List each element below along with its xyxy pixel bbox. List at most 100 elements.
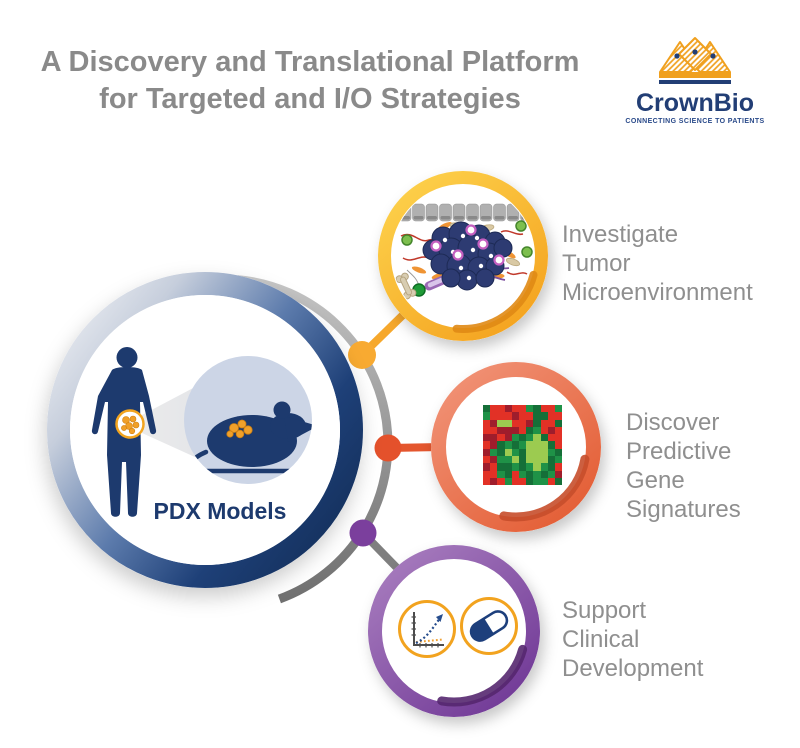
- heatmap-cell: [504, 405, 512, 413]
- heatmap-cell: [497, 405, 505, 413]
- heatmap-cell: [490, 412, 498, 420]
- heatmap-cell: [547, 463, 555, 471]
- heatmap-cell: [533, 470, 541, 478]
- heatmap-cell: [526, 412, 534, 420]
- heatmap-cell: [526, 477, 534, 486]
- heatmap-cell: [547, 477, 555, 486]
- heatmap-cell: [547, 426, 555, 435]
- heatmap-cell: [554, 477, 563, 486]
- heatmap-cell: [540, 405, 548, 413]
- heatmap-cell: [540, 426, 548, 435]
- heatmap-cell: [547, 456, 555, 464]
- hub-label: PDX Models: [153, 498, 287, 524]
- heatmap-cell: [526, 419, 534, 427]
- heatmap-cell: [490, 419, 498, 427]
- heatmap-cell: [518, 448, 527, 457]
- orbit-dot-yellow: [348, 341, 376, 369]
- page-title-line2: for Targeted and I/O Strategies: [99, 83, 521, 115]
- human-figure-icon: [91, 347, 157, 517]
- heatmap-cell: [490, 441, 498, 449]
- heatmap-cell: [540, 434, 548, 442]
- heatmap-cell: [526, 434, 534, 442]
- heatmap-cell: [554, 419, 563, 427]
- heatmap-cell: [518, 412, 527, 420]
- orbit-dot-purple: [349, 519, 377, 547]
- heatmap-cell: [504, 470, 512, 478]
- heatmap-cell: [504, 419, 512, 427]
- heatmap-cell: [518, 463, 527, 471]
- heatmap-cell: [526, 441, 534, 449]
- heatmap-cell: [547, 441, 555, 449]
- heatmap-cell: [533, 405, 541, 413]
- hub-pdx-models: [47, 272, 363, 588]
- label-line: Gene Signatures: [626, 467, 741, 523]
- heatmap-cell: [511, 426, 519, 435]
- heatmap-cell: [483, 456, 491, 464]
- heatmap-cell: [490, 434, 498, 442]
- heatmap-cell: [497, 448, 505, 457]
- heatmap-cell: [540, 463, 548, 471]
- heatmap-cell: [504, 477, 512, 486]
- heatmap-cell: [497, 412, 505, 420]
- heatmap-cell: [533, 419, 541, 427]
- heatmap-cell: [554, 463, 563, 471]
- heatmap-cell: [490, 470, 498, 478]
- heatmap-cell: [547, 405, 555, 413]
- logo-brand-text: CrownBio: [635, 89, 755, 117]
- heatmap-cell: [547, 412, 555, 420]
- heatmap-cell: [504, 463, 512, 471]
- label-line: Development: [562, 655, 704, 682]
- heatmap-cell: [526, 456, 534, 464]
- label-line: Discover: [626, 409, 720, 436]
- heatmap-cell: [511, 456, 519, 464]
- heatmap-cell: [540, 456, 548, 464]
- label-line: Tumor: [562, 250, 631, 277]
- label-clinical-development: Support Clinical Development: [562, 596, 703, 683]
- label-line: Support: [562, 597, 647, 624]
- heatmap-cell: [490, 426, 498, 435]
- heatmap-cell: [497, 419, 505, 427]
- heatmap-cell: [511, 477, 519, 486]
- heatmap-cell: [518, 434, 527, 442]
- orbit-arc: [236, 275, 393, 604]
- node-clinical-development: [368, 545, 540, 717]
- heatmap-cell: [533, 477, 541, 486]
- page-title: A Discovery and Translational Platform f…: [0, 44, 620, 118]
- heatmap-cell: [554, 405, 563, 413]
- heatmap-cell: [483, 470, 491, 478]
- heatmap-cell: [490, 477, 498, 486]
- heatmap-cell: [533, 463, 541, 471]
- heatmap-cell: [483, 412, 491, 420]
- heatmap-cell: [483, 477, 491, 486]
- label-line: Clinical: [562, 626, 640, 653]
- heatmap-cell: [497, 441, 505, 449]
- heatmap-cell: [540, 470, 548, 478]
- heatmap-cell: [540, 419, 548, 427]
- heatmap-cell: [554, 456, 563, 464]
- heatmap-cell: [547, 470, 555, 478]
- heatmap-cell: [497, 456, 505, 464]
- heatmap-cell: [526, 448, 534, 457]
- heatmap-cell: [518, 470, 527, 478]
- orbit-dot-orange: [374, 434, 402, 462]
- heatmap-cell: [497, 426, 505, 435]
- heatmap-cell: [554, 426, 563, 435]
- heatmap-cell: [490, 456, 498, 464]
- heatmap-cell: [518, 419, 527, 427]
- heatmap-cell: [511, 441, 519, 449]
- heatmap-cell: [483, 448, 491, 457]
- heatmap-cell: [518, 441, 527, 449]
- heatmap-cell: [526, 470, 534, 478]
- gene-expression-heatmap: [483, 405, 563, 486]
- heatmap-cell: [483, 426, 491, 435]
- heatmap-cell: [504, 426, 512, 435]
- heatmap-cell: [533, 434, 541, 442]
- heatmap-cell: [490, 405, 498, 413]
- heatmap-cell: [504, 412, 512, 420]
- label-line: Investigate: [562, 221, 679, 248]
- heatmap-cell: [526, 426, 534, 435]
- heatmap-cell: [504, 448, 512, 457]
- heatmap-cell: [497, 434, 505, 442]
- label-tumor-microenvironment: Investigate Tumor Microenvironment: [562, 220, 753, 307]
